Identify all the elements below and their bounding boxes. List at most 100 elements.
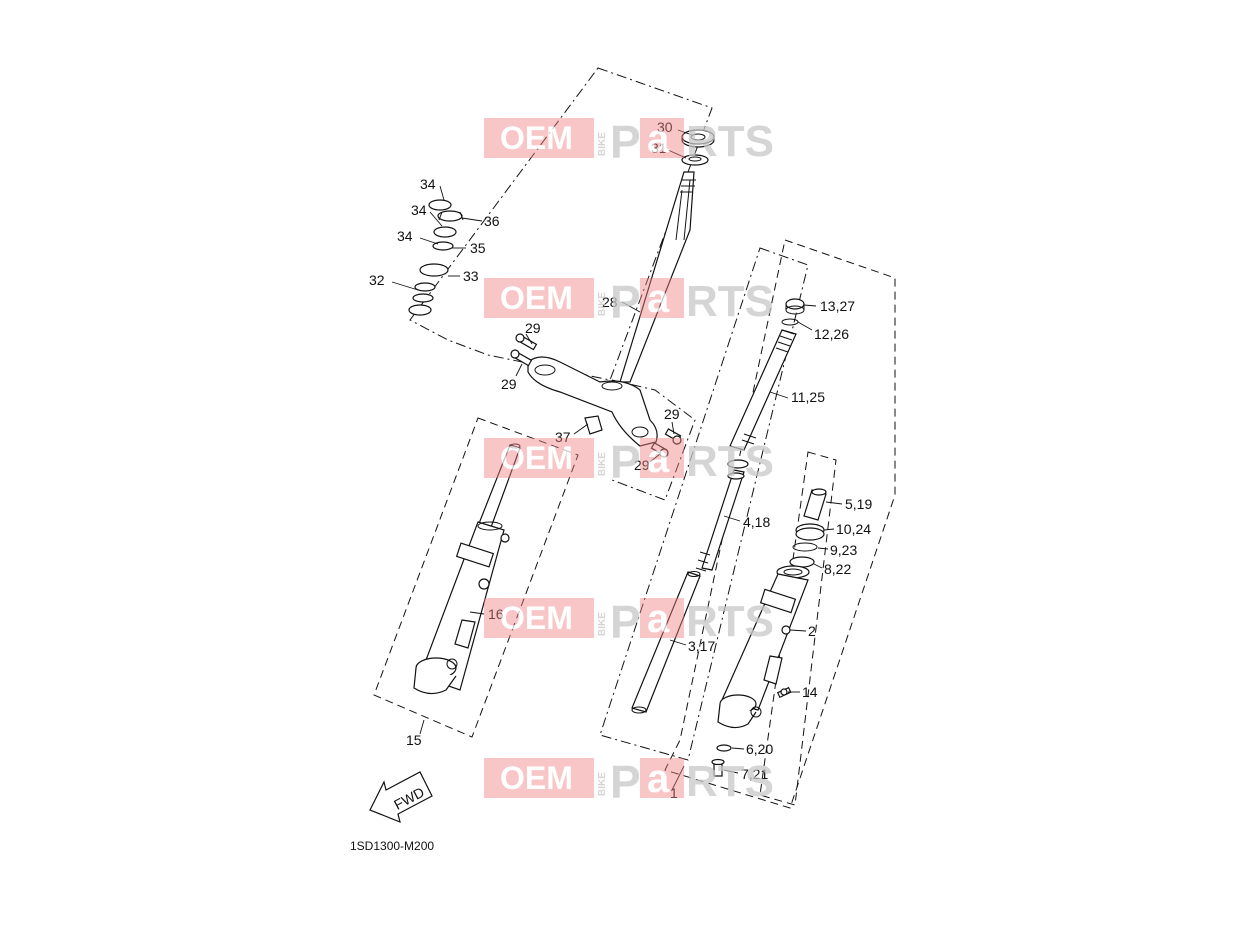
- oil-seal-10: [795, 523, 825, 541]
- watermark-bike-text: BIKE: [597, 292, 608, 316]
- under-bracket: [527, 356, 658, 447]
- callout-1: 1: [670, 785, 678, 801]
- callout-7-21: 7,21: [741, 766, 768, 782]
- watermark-a-box: [640, 598, 684, 638]
- outer-fork-outline: [664, 239, 896, 809]
- callout-32: 32: [369, 272, 385, 288]
- outer-tube-2: [717, 565, 810, 729]
- callout-34-c: 34: [397, 228, 413, 244]
- watermark-rts-text: RTS: [686, 597, 774, 646]
- left-fork-assembly: [413, 443, 521, 695]
- callout-31: 31: [651, 140, 667, 156]
- watermark-oem-text: OEM: [500, 120, 573, 156]
- damper-rod-4: [695, 459, 749, 572]
- watermark-oem-box: [484, 278, 594, 318]
- callout-34-b: 34: [411, 202, 427, 218]
- callout-9-23: 9,23: [830, 542, 857, 558]
- callout-3-17: 3,17: [688, 638, 715, 654]
- callout-36: 36: [484, 213, 500, 229]
- watermark-a-text: a: [647, 757, 670, 801]
- watermark-bike-text: BIKE: [597, 132, 608, 156]
- bolt-14: [776, 686, 792, 699]
- callout-29-a: 29: [525, 320, 541, 336]
- watermark-bike-text: BIKE: [597, 772, 608, 796]
- inner-tube-3: [631, 571, 701, 714]
- watermark-p-text: P: [610, 436, 641, 488]
- watermark-oem-text: OEM: [500, 280, 573, 316]
- callout-29-b: 29: [501, 376, 517, 392]
- callout-labels: 30 31 28 34 34 36 34 35 33 32 29 29 29 2…: [369, 119, 872, 801]
- callout-28: 28: [602, 294, 618, 310]
- bearing-31: [681, 154, 709, 166]
- stem-nut-stack: [408, 199, 464, 316]
- watermark-rts-text: RTS: [686, 117, 774, 166]
- callout-6-20: 6,20: [746, 741, 773, 757]
- watermark-a-text: a: [647, 117, 670, 161]
- leader-lines: [391, 129, 843, 791]
- watermark-a-box: [640, 278, 684, 318]
- right-fork-outline: [599, 247, 809, 761]
- watermark-p-text: P: [610, 596, 641, 648]
- callout-37: 37: [555, 429, 571, 445]
- callout-12-26: 12,26: [814, 326, 849, 342]
- callout-5-19: 5,19: [845, 496, 872, 512]
- fork-spring-11: [729, 329, 797, 451]
- watermark-oem-box: [484, 758, 594, 798]
- steering-stem: [619, 171, 696, 383]
- callout-10-24: 10,24: [836, 521, 871, 537]
- watermark-rts-text: RTS: [686, 437, 774, 486]
- watermark-a-box: [640, 758, 684, 798]
- callout-16: 16: [488, 606, 504, 622]
- callout-29-d: 29: [634, 457, 650, 473]
- bolt-29-b: [510, 349, 533, 367]
- callout-34-a: 34: [420, 176, 436, 192]
- washer-6: [716, 744, 732, 752]
- callout-2: 2: [808, 623, 816, 639]
- watermark-a-text: a: [647, 597, 670, 641]
- watermark-rts-text: RTS: [686, 757, 774, 806]
- watermark-a-box: [640, 118, 684, 158]
- watermark-oem-text: OEM: [500, 760, 573, 796]
- callout-8-22: 8,22: [824, 561, 851, 577]
- callout-29-c: 29: [664, 406, 680, 422]
- callout-11-25: 11,25: [791, 389, 825, 405]
- fwd-arrow: FWD: [369, 771, 433, 823]
- watermark-p-text: P: [610, 756, 641, 808]
- outer-tube-outline: [759, 451, 837, 806]
- diagram-code: 1SD1300-M200: [350, 839, 434, 853]
- watermark-oem-box: [484, 438, 594, 478]
- steering-group-outline-lower: [611, 379, 696, 501]
- clamp-37: [584, 415, 603, 435]
- watermark-oem-box: [484, 118, 594, 158]
- watermark-a-box: [640, 438, 684, 478]
- callout-4-18: 4,18: [743, 514, 770, 530]
- watermark-p-text: P: [610, 116, 641, 168]
- callout-30: 30: [657, 119, 673, 135]
- watermark-p-text: P: [610, 276, 641, 328]
- steering-group-outline: [409, 67, 713, 381]
- watermark-a-text: a: [647, 437, 670, 481]
- clip-9: [792, 542, 818, 552]
- fork-cap-13: [785, 298, 805, 315]
- callout-35: 35: [470, 240, 486, 256]
- callout-15: 15: [406, 732, 422, 748]
- watermark-rts-text: RTS: [686, 277, 774, 326]
- slide-metal-5: [803, 488, 827, 521]
- watermark-bike-text: BIKE: [597, 612, 608, 636]
- watermark-bike-text: BIKE: [597, 452, 608, 476]
- bolt-29-d: [650, 442, 669, 458]
- callout-14: 14: [802, 684, 818, 700]
- callout-33: 33: [463, 268, 479, 284]
- bolt-29-a: [515, 333, 538, 351]
- bearing-30: [681, 129, 715, 148]
- o-ring-12: [781, 318, 799, 326]
- left-fork-outline: [373, 417, 579, 738]
